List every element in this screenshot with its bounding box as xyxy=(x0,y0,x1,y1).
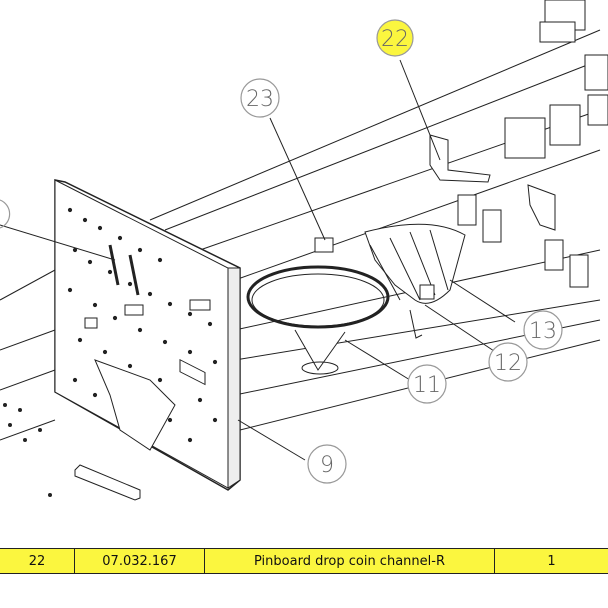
callout-9: 9 xyxy=(307,444,347,484)
coin-ring xyxy=(246,265,390,375)
callout-23: 23 xyxy=(240,78,280,118)
part-number-cell: 07.032.167 xyxy=(75,549,205,573)
coin-mechanisms xyxy=(457,184,589,288)
parts-list-row: 22 07.032.167 Pinboard drop coin channel… xyxy=(0,548,608,574)
callout-22-label: 22 xyxy=(381,27,409,52)
callout-23-label: 23 xyxy=(246,87,274,112)
left-edge-parts xyxy=(3,403,52,497)
callout-12: 12 xyxy=(488,342,528,382)
funnel-channel xyxy=(314,223,466,339)
callout-22: 22 xyxy=(376,19,414,57)
exploded-assembly-drawing: 22 23 13 12 11 9 xyxy=(0,0,608,501)
pinboard-panel xyxy=(54,179,241,491)
callout-13: 13 xyxy=(523,310,563,350)
description-cell: Pinboard drop coin channel-R xyxy=(205,549,495,573)
callout-11: 11 xyxy=(407,364,447,404)
item-number-cell: 22 xyxy=(0,549,75,573)
callout-9-label: 9 xyxy=(320,453,334,478)
callout-partial-left xyxy=(0,199,11,229)
upper-electronics xyxy=(504,0,608,159)
callout-13-label: 13 xyxy=(529,319,557,344)
coin-channel-bracket xyxy=(429,134,491,183)
callout-11-label: 11 xyxy=(413,373,441,398)
quantity-cell: 1 xyxy=(547,553,556,569)
callout-12-label: 12 xyxy=(494,351,522,376)
bottom-bracket xyxy=(74,464,141,501)
